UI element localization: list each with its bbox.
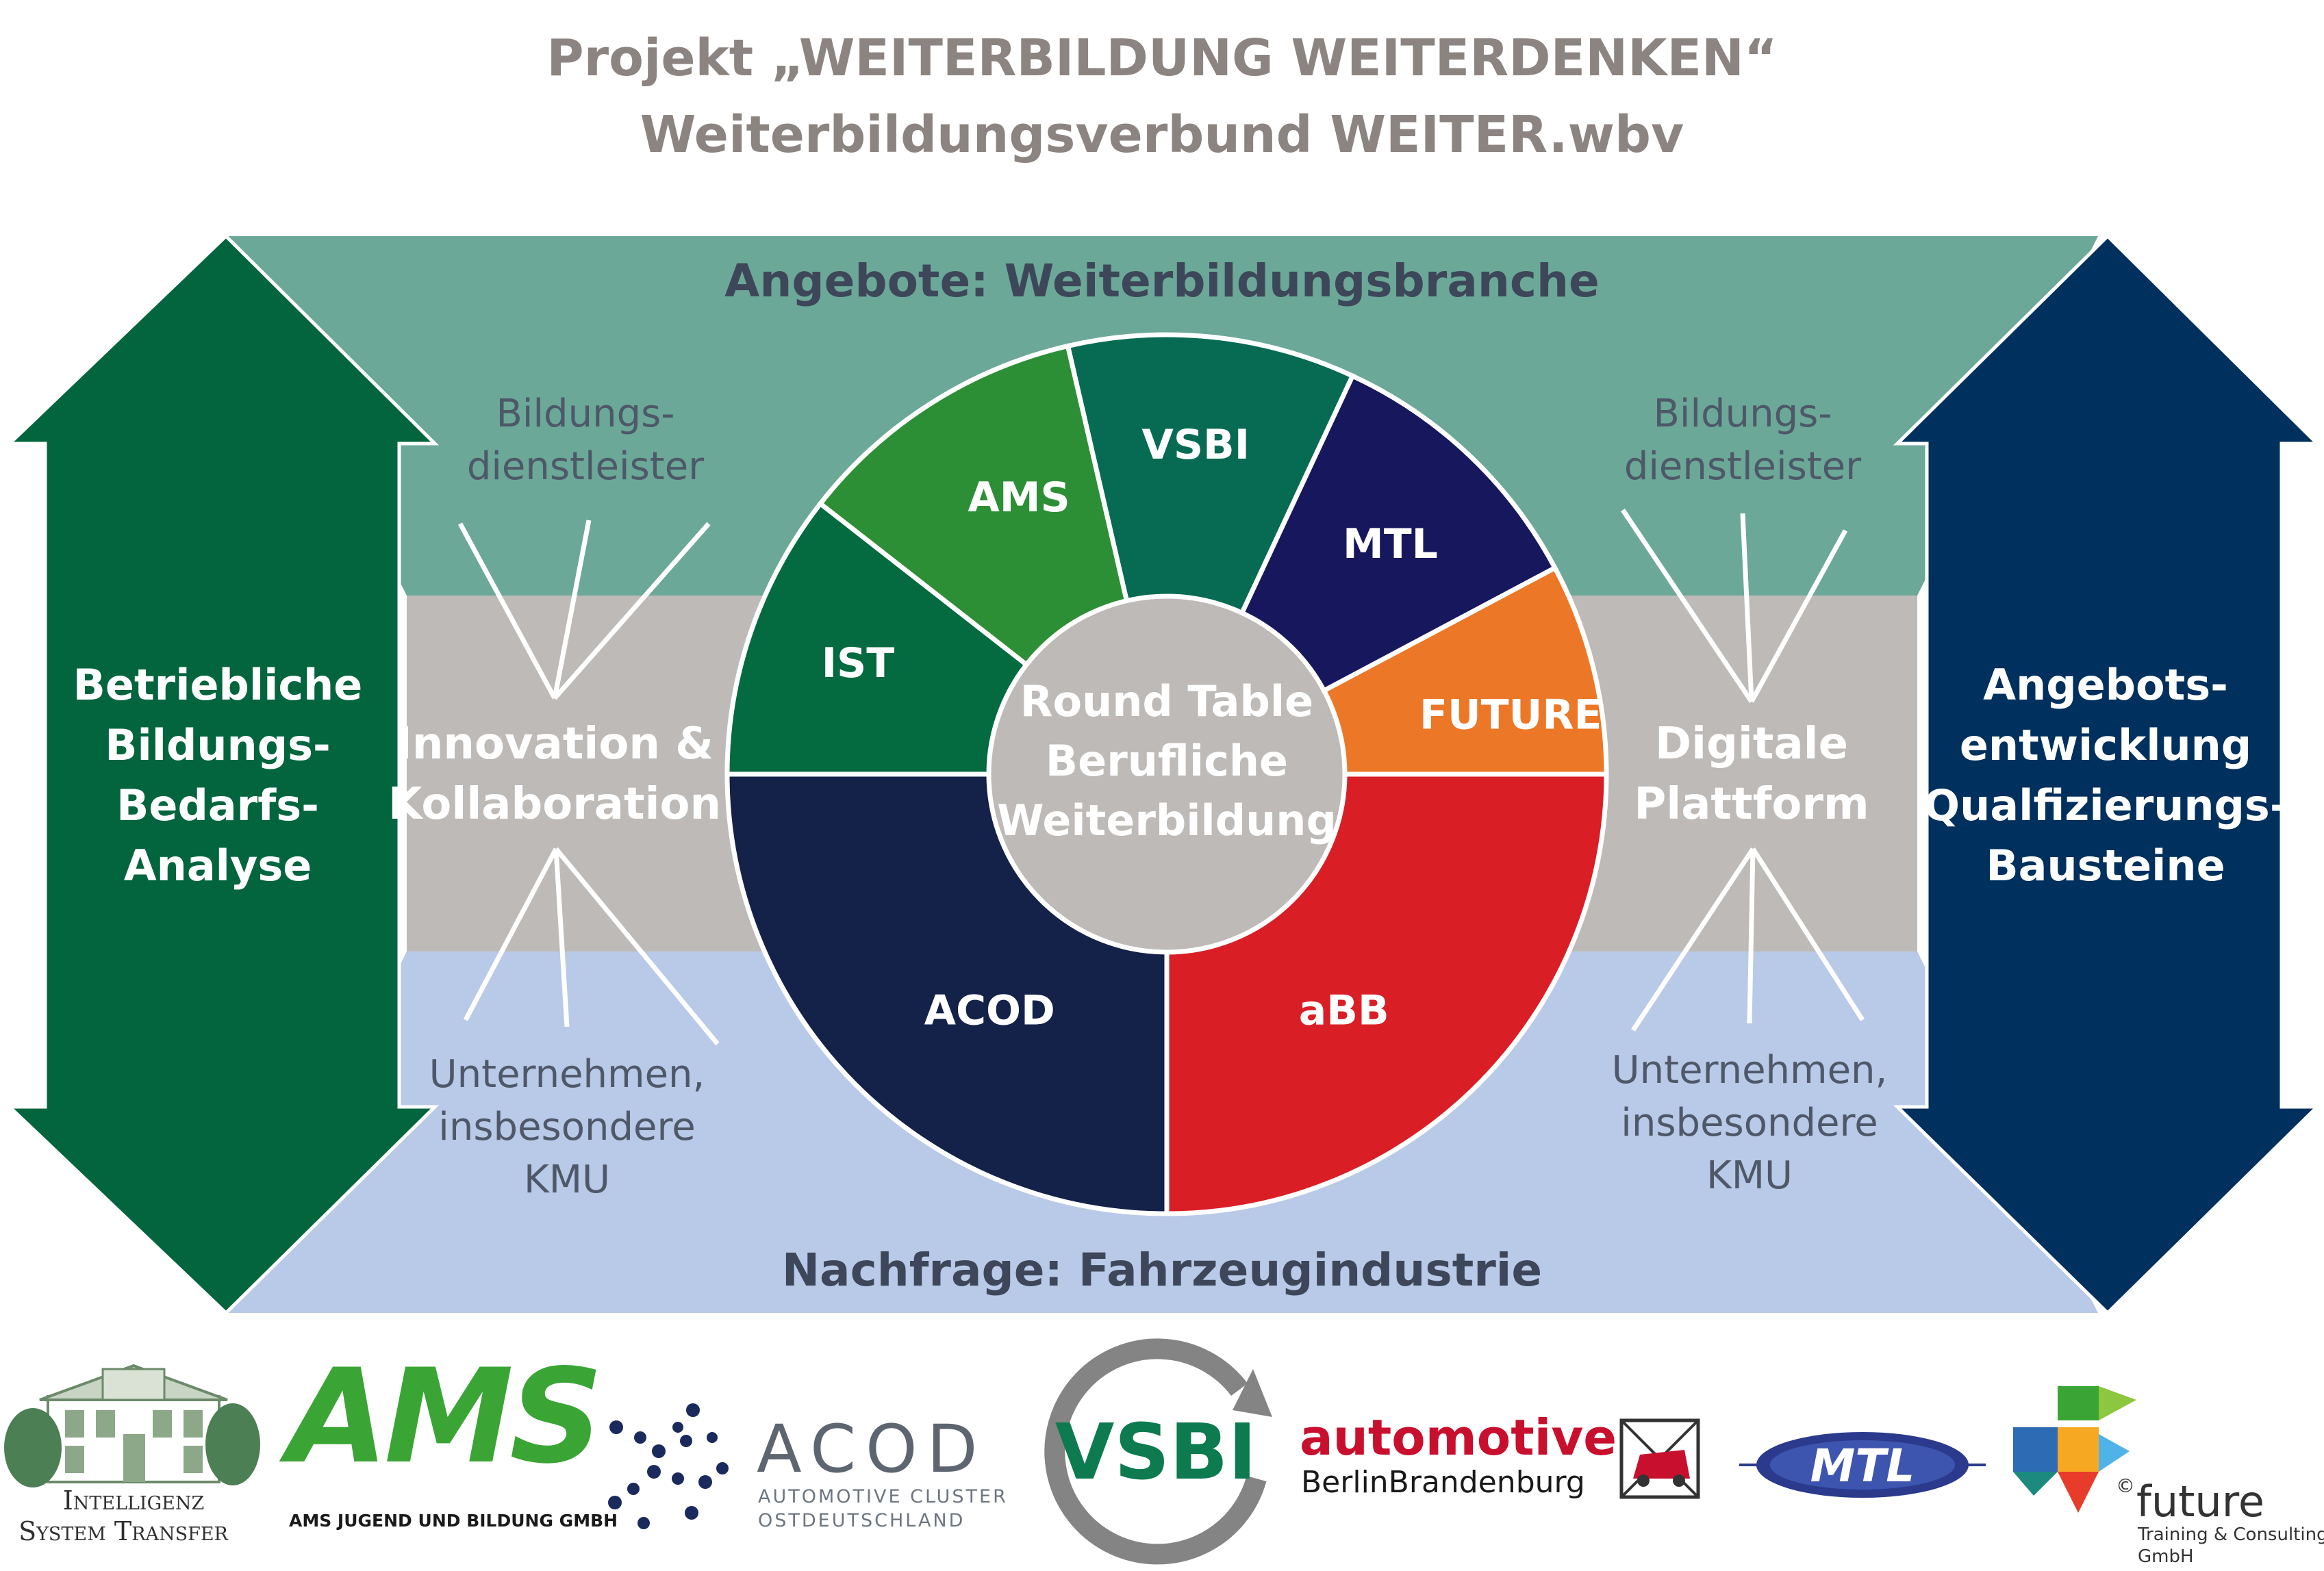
vsbi-logo-mark: VSBI [1055,1408,1256,1497]
right-top-line-1: Bildungs- [1654,392,1832,436]
right-arrow-text-line-2: entwicklung [1960,720,2251,770]
bottom-band-label: Nachfrage: Fahrzeugindustrie [782,1244,1542,1297]
acod-logo-sub-1: AUTOMOTIVE CLUSTER [758,1486,1008,1507]
right-middle-line-2: Plattform [1634,779,1869,830]
acod-logo-mark: ACOD [757,1411,987,1487]
left-top-line-1: Bildungs- [496,392,675,436]
logo-ist: Intelligenz System Transfer [4,1364,260,1546]
future-logo-sub-1: Training & Consulting [2137,1524,2324,1545]
left-arrow-text-line-4: Analyse [124,841,312,891]
left-middle-line-1: Innovation & [396,719,713,769]
wheel-label-future: FUTURE [1419,691,1602,739]
right-arrow-text-line-1: Angebots- [1983,660,2228,710]
future-logo-sub-2: GmbH [2138,1546,2194,1567]
title-line-2: Weiterbildungsverbund WEITER.wbv [640,105,1684,164]
automotive-car-icon [1619,1418,1700,1499]
right-bottom-line-3: KMU [1706,1153,1793,1198]
left-bottom-line-1: Unternehmen, [429,1052,705,1097]
left-bottom-line-3: KMU [524,1158,610,1202]
future-cube-icon [2013,1386,2136,1513]
ams-logo-mark: AMS [279,1341,599,1492]
logo-ams: AMS ® AMS JUGEND UND BILDUNG GMBH [279,1341,618,1531]
wheel-segment-vsbi [1065,332,1356,782]
wheel-label-vsbi: VSBI [1141,421,1250,469]
left-middle-line-2: Kollaboration [388,779,721,830]
left-top-line-2: dienstleister [467,444,705,489]
center-line-3: Weiterbildung [997,795,1337,845]
wheel-label-mtl: MTL [1343,520,1438,568]
right-arrow [1893,233,2322,1316]
left-arrow [5,233,440,1316]
right-bottom-line-1: Unternehmen, [1612,1048,1888,1093]
logo-mtl: MTL [1739,1432,1986,1498]
right-arrow-text-line-3: Qualfizierungs- [1923,780,2287,830]
right-arrow-text-line-4: Bausteine [1986,841,2225,891]
right-bottom-line-2: insbesondere [1621,1101,1878,1145]
center-line-1: Round Table [1020,676,1313,726]
left-arrow-text-line-2: Bildungs- [105,720,330,770]
left-connector-lines [457,520,720,1046]
ams-logo-sub: AMS JUGEND UND BILDUNG GMBH [289,1511,618,1531]
wheel-label-acod: ACOD [924,986,1055,1034]
top-band-label: Angebote: Weiterbildungsbranche [724,255,1599,307]
wheel-label-ist: IST [822,639,895,687]
logo-acod: ACOD AUTOMOTIVE CLUSTER OSTDEUTSCHLAND [608,1403,1008,1531]
mtl-logo-mark: MTL [1810,1440,1915,1492]
left-arrow-text-line-1: Betriebliche [73,660,363,710]
wheel-labels: IST AMS VSBI MTL FUTURE aBB ACOD [822,421,1602,1035]
right-panel: Bildungs- dienstleister Digitale Plattfo… [1612,392,1888,1198]
left-panel: Bildungs- dienstleister Innovation & Kol… [388,392,721,1202]
wheel-center-circle [986,593,1348,955]
future-logo-copyright: © [2116,1474,2135,1497]
left-bottom-line-2: insbesondere [438,1105,695,1149]
center-line-2: Berufliche [1046,736,1288,786]
left-arrow-text-line-3: Bedarfs- [116,780,319,830]
right-connector-lines [1621,509,1865,1032]
automotive-logo-line-2: BerlinBrandenburg [1301,1465,1585,1500]
wheel-label-abb: aBB [1299,986,1389,1034]
ist-logo-line-1: Intelligenz [63,1485,205,1516]
wheel-label-ams: AMS [968,474,1070,522]
acod-dot-network-icon [608,1403,729,1529]
vsbi-cycle-arrow-icon [1044,1338,1267,1565]
future-logo-name: future [2136,1477,2264,1527]
logo-automotive-bb: automotive BerlinBrandenburg [1300,1409,1700,1500]
right-middle-line-1: Digitale [1655,719,1848,769]
right-top-line-2: dienstleister [1624,444,1862,489]
logo-future: © future Training & Consulting GmbH [2013,1386,2324,1567]
automotive-logo-line-1: automotive [1300,1409,1617,1466]
acod-logo-sub-2: OSTDEUTSCHLAND [758,1510,965,1531]
ams-logo-reg: ® [527,1392,548,1416]
logo-vsbi: VSBI [1044,1338,1272,1565]
title-line-1: Projekt „WEITERBILDUNG WEITERDENKEN“ [546,29,1777,88]
ist-logo-line-2: System Transfer [18,1516,229,1546]
